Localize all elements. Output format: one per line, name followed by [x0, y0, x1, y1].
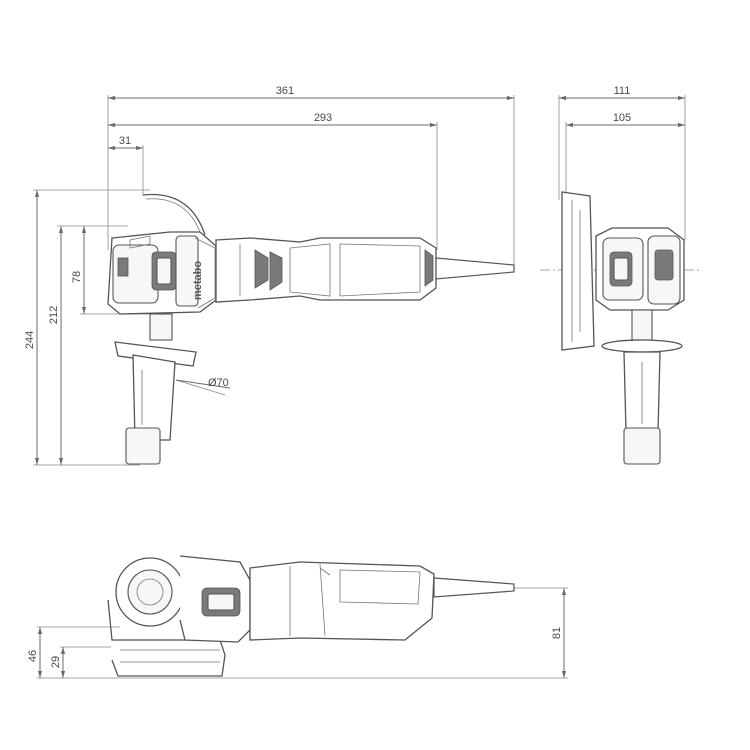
side-handle	[114, 313, 197, 465]
top-power-cord	[433, 577, 515, 598]
dim-spindle-height: 46	[27, 650, 39, 662]
motor-housing	[215, 237, 437, 303]
top-gear-head	[179, 555, 251, 643]
top-view: 81 46 29	[27, 555, 568, 679]
dim-overall-width: 111	[614, 85, 631, 97]
power-cord	[435, 257, 515, 280]
dim-body-length: 293	[314, 112, 332, 124]
dim-body-width: 105	[613, 112, 631, 124]
wheel-guard	[142, 193, 206, 236]
dim-overall-length: 361	[276, 85, 294, 97]
front-view: 111 105	[540, 85, 700, 465]
top-motor-housing	[249, 561, 435, 641]
front-gear-head	[595, 227, 685, 311]
dim-overall-height: 244	[24, 331, 36, 349]
dim-handle-diameter: Ø70	[208, 377, 229, 389]
dim-guard-offset: 31	[119, 135, 131, 147]
side-view: metabo 361 293 31 244	[24, 85, 515, 466]
dim-height-to-handle: 212	[48, 306, 60, 324]
front-side-handle	[601, 309, 683, 465]
disc-guard	[561, 191, 595, 351]
dim-disc-height: 29	[50, 656, 62, 668]
top-guard	[107, 557, 226, 677]
dim-head-height: 78	[71, 271, 83, 283]
brand-mark: metabo	[192, 261, 204, 300]
dim-top-overall-height: 81	[551, 627, 563, 639]
